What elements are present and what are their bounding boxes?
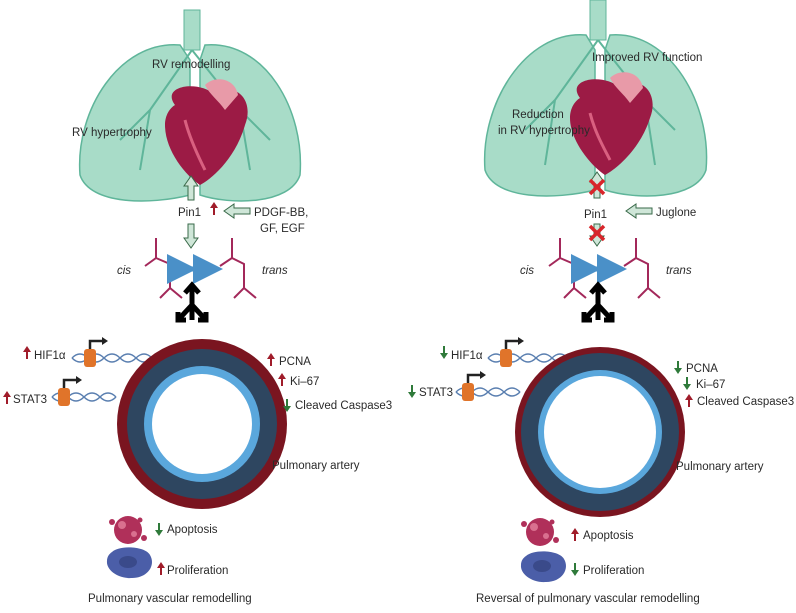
pcna-label: PCNA xyxy=(279,356,311,368)
pin1-label-right: Pin1 xyxy=(584,209,607,221)
right-panel: Improved RV function Reduction in RV hyp… xyxy=(408,0,794,605)
heart-illustration xyxy=(165,79,248,185)
rv-remodelling-label: RV remodelling xyxy=(152,59,230,71)
pin1-to-isomer-arrow xyxy=(183,223,199,249)
stat3-gene-right: STAT3 xyxy=(408,371,521,401)
hif1a-label-right: HIF1α xyxy=(451,350,483,362)
inhibitor-label: Juglone xyxy=(656,207,696,219)
ki67-label: Ki–67 xyxy=(290,376,319,388)
cis-label-right: cis xyxy=(520,265,534,277)
left-panel: RV remodelling RV hypertrophy Pin1 PDGF-… xyxy=(3,9,392,605)
pulmonary-artery-label-right: Pulmonary artery xyxy=(676,461,764,473)
blocked-arrow-up xyxy=(588,171,606,199)
pin1-up-icon xyxy=(210,202,218,215)
blocked-arrow-down xyxy=(588,223,606,247)
apoptotic-cell-icon xyxy=(109,516,147,544)
split-arrow xyxy=(175,281,209,323)
apoptosis-label: Apoptosis xyxy=(167,524,218,536)
caspase-label: Cleaved Caspase3 xyxy=(295,400,392,412)
cis-molecule-right xyxy=(548,238,587,299)
hif1a-label: HIF1α xyxy=(34,350,66,362)
apoptosis-down-icon xyxy=(155,523,163,536)
proliferation-label-right: Proliferation xyxy=(583,565,644,577)
heart-illustration-right xyxy=(570,72,653,175)
apoptotic-cell-icon-right xyxy=(521,518,559,546)
rv-hypertrophy-label: RV hypertrophy xyxy=(72,127,152,139)
proliferating-cell-icon xyxy=(106,547,152,579)
stat3-label-right: STAT3 xyxy=(419,387,453,399)
pcna-marker: PCNA xyxy=(267,353,311,368)
trans-label: trans xyxy=(262,265,288,277)
lungs-illustration-right xyxy=(483,0,708,197)
cis-label: cis xyxy=(117,265,131,277)
stat3-label: STAT3 xyxy=(13,394,47,406)
caspase-label-right: Cleaved Caspase3 xyxy=(697,396,794,408)
reduction-label-line2: in RV hypertrophy xyxy=(498,125,590,137)
pcna-label-right: PCNA xyxy=(686,363,718,375)
proliferation-down-icon-right xyxy=(571,563,579,576)
trans-molecule xyxy=(219,238,257,299)
ki67-marker: Ki–67 xyxy=(278,373,319,388)
proliferation-up-icon xyxy=(157,562,165,575)
left-caption: Pulmonary vascular remodelling xyxy=(88,593,252,605)
hif1a-gene: HIF1α xyxy=(23,337,153,367)
pin1-label: Pin1 xyxy=(178,207,201,219)
stimuli-label-line2: GF, EGF xyxy=(260,223,305,235)
split-arrow-right xyxy=(581,281,615,323)
hif1a-gene-right: HIF1α xyxy=(440,337,569,367)
improved-rv-label: Improved RV function xyxy=(592,52,702,64)
pulmonary-artery-cross-section xyxy=(117,339,287,509)
proliferation-label: Proliferation xyxy=(167,565,228,577)
stimuli-label-line1: PDGF-BB, xyxy=(254,207,308,219)
pulmonary-artery-label: Pulmonary artery xyxy=(272,460,360,472)
trans-molecule-right xyxy=(623,238,661,299)
stat3-gene: STAT3 xyxy=(3,376,117,406)
reduction-label-line1: Reduction xyxy=(512,109,564,121)
ki67-label-right: Ki–67 xyxy=(696,379,725,391)
right-caption: Reversal of pulmonary vascular remodelli… xyxy=(476,593,700,605)
caspase-marker: Cleaved Caspase3 xyxy=(283,399,392,412)
stimuli-arrow xyxy=(223,203,251,219)
caspase-marker-right: Cleaved Caspase3 xyxy=(685,394,794,408)
pcna-marker-right: PCNA xyxy=(674,361,718,375)
proliferating-cell-icon-right xyxy=(520,551,566,583)
apoptosis-label-right: Apoptosis xyxy=(583,530,634,542)
ki67-marker-right: Ki–67 xyxy=(683,377,725,391)
pulmonary-artery-cross-section-right xyxy=(515,347,685,517)
trans-label-right: trans xyxy=(666,265,692,277)
cis-molecule xyxy=(144,238,183,299)
inhibitor-arrow xyxy=(625,203,653,219)
pin1-to-heart-arrow xyxy=(183,175,199,201)
apoptosis-up-icon-right xyxy=(571,528,579,541)
